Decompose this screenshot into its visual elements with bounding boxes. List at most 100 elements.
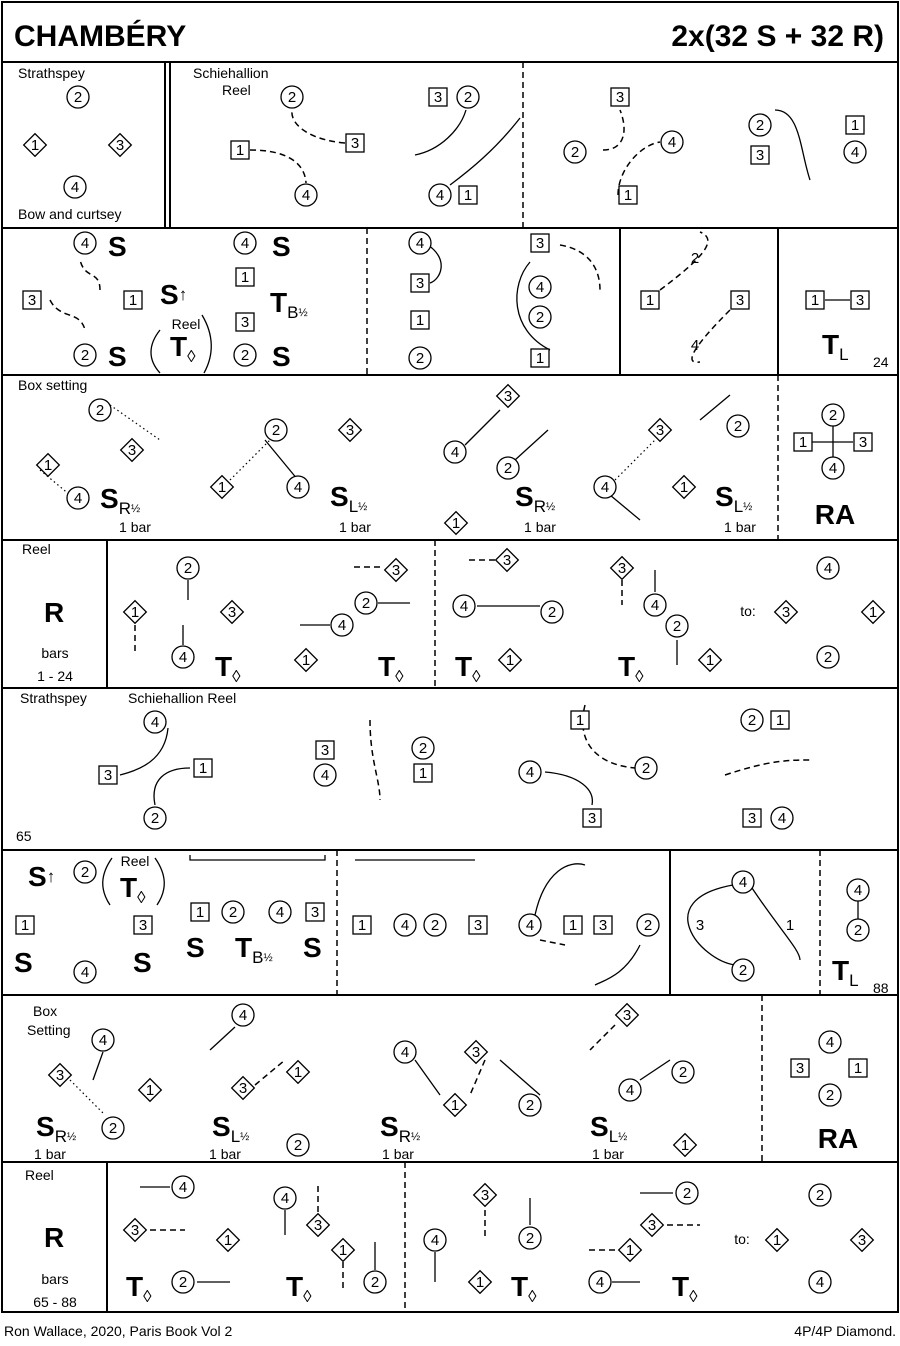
circle-shape: [363, 1270, 387, 1294]
dancer-number: 1: [416, 312, 424, 329]
label-text: to:: [734, 1231, 750, 1247]
move-letter: RA: [818, 1123, 858, 1154]
label-text: Reel: [222, 82, 251, 98]
circle-shape: [593, 475, 617, 499]
move-letter: S: [108, 231, 127, 262]
dancer-woman-circle: 4: [518, 913, 542, 937]
dancer-man-square: 3: [345, 133, 365, 153]
circle-shape: [452, 594, 476, 618]
circle-shape: [408, 231, 432, 255]
movement-arrow: [614, 439, 656, 481]
dancer-number: 2: [416, 350, 424, 367]
label-text: Schiehallion Reel: [128, 690, 236, 706]
dancer-number: 3: [696, 917, 704, 934]
dancer-number: 3: [474, 917, 482, 934]
move-symbol: S: [272, 341, 291, 372]
move-symbol: R: [44, 597, 64, 628]
move-letter: T: [126, 1271, 143, 1302]
dancer-woman-circle: 2: [818, 1083, 842, 1107]
move-subscript: B: [252, 948, 263, 967]
dancer-number: 4: [294, 479, 302, 496]
dancer-number: 3: [616, 89, 624, 106]
diamond-shape: [472, 1182, 498, 1208]
movement-arrow: [209, 1026, 236, 1051]
dancer-dancer-number: 1: [786, 917, 794, 934]
circle-shape: [73, 860, 97, 884]
square-shape: [235, 267, 255, 287]
square-shape: [570, 710, 590, 730]
movement-arrow: [499, 1059, 541, 1096]
movement-arrow: [119, 727, 169, 776]
movement-arrow: [774, 109, 811, 181]
dancer-man-diamond: 1: [617, 1237, 643, 1263]
dancer-man-diamond: 1: [330, 1237, 356, 1263]
square-shape: [413, 763, 433, 783]
dancer-woman-circle: 4: [428, 183, 452, 207]
move-subscript: ◊: [187, 347, 196, 366]
dancer-number: 1: [339, 1242, 347, 1259]
dancer-man-square: 1: [618, 185, 638, 205]
dancer-number: 3: [599, 917, 607, 934]
dancer-number: 1: [146, 1082, 154, 1099]
circle-shape: [660, 130, 684, 154]
diamond-shape: [617, 1237, 643, 1263]
dancer-man-square: 3: [850, 290, 870, 310]
dancer-man-square: 1: [123, 290, 143, 310]
dancer-woman-circle: 4: [393, 1040, 417, 1064]
move-subscript: R: [534, 497, 546, 516]
movement-arrow: [153, 767, 191, 806]
movement-arrow: [639, 1059, 671, 1081]
diamond-shape: [230, 1075, 256, 1101]
square-shape: [345, 133, 365, 153]
dancer-number: 2: [74, 89, 82, 106]
circle-shape: [665, 614, 689, 638]
dancer-woman-circle: 2: [808, 1183, 832, 1207]
move-symbol: T◊: [672, 1271, 698, 1306]
circle-shape: [423, 913, 447, 937]
dancer-number: 4: [71, 179, 79, 196]
dancer-man-diamond: 3: [773, 599, 799, 625]
circle-shape: [816, 645, 840, 669]
move-symbol: T◊: [120, 872, 146, 907]
dancer-number: 2: [679, 1064, 687, 1081]
circle-shape: [280, 85, 304, 109]
dancer-number: 4: [239, 1007, 247, 1024]
square-shape: [770, 710, 790, 730]
dancer-man-diamond: 3: [614, 1002, 640, 1028]
dancer-man-square: 1: [845, 115, 865, 135]
label-text: Reel: [121, 853, 150, 869]
dancer-number: 1: [199, 760, 207, 777]
circle-shape: [268, 900, 292, 924]
dancer-man-square: 1: [413, 763, 433, 783]
move-symbol: S: [303, 932, 322, 963]
dancer-man-diamond: 1: [293, 647, 319, 673]
movement-arrow: [659, 231, 709, 291]
move-letter: T: [170, 331, 187, 362]
circle-shape: [171, 1270, 195, 1294]
dancer-number: 4: [321, 767, 329, 784]
dancer-number: 1: [476, 1274, 484, 1291]
move-letter: S: [272, 231, 291, 262]
dancer-man-diamond: 1: [497, 647, 523, 673]
dancer-number: 1: [646, 292, 654, 309]
square-shape: [750, 145, 770, 165]
dancer-number: 4: [460, 598, 468, 615]
movement-arrow: [427, 244, 442, 284]
circle-shape: [101, 1116, 125, 1140]
dancer-number: 3: [311, 904, 319, 921]
grid-lines: [1, 1, 899, 1313]
dancer-number: 3: [392, 562, 400, 579]
movement-arrow: [254, 1059, 286, 1086]
dancer-number: 2: [431, 917, 439, 934]
dancer-man-diamond: 3: [219, 599, 245, 625]
dancer-number: 1: [626, 1242, 634, 1259]
square-shape: [305, 902, 325, 922]
dancer-man-diamond: 3: [230, 1075, 256, 1101]
move-fraction: ½: [618, 1131, 627, 1143]
dancer-number: 3: [504, 388, 512, 405]
dancer-man-square: 1: [235, 267, 255, 287]
circle-shape: [393, 913, 417, 937]
dancer-number: 2: [683, 1185, 691, 1202]
dancer-dancer-number: 4: [691, 337, 699, 354]
move-subscript: ◊: [689, 1287, 698, 1306]
